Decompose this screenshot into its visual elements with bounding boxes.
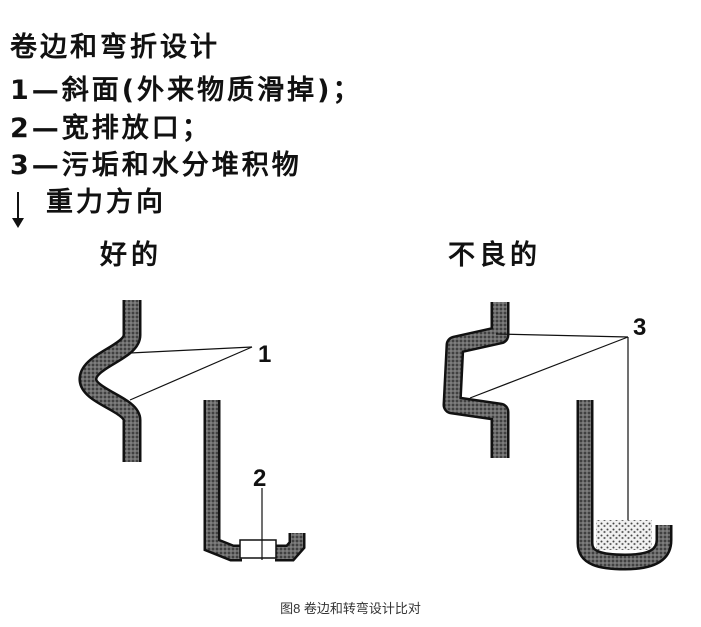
figure-caption: 图8 卷边和转弯设计比对 bbox=[280, 601, 421, 616]
comparison-diagram: 1 2 3 bbox=[78, 300, 673, 571]
bad-flange bbox=[442, 302, 510, 458]
callout-1-leaders bbox=[129, 346, 253, 401]
bad-channel bbox=[576, 400, 673, 571]
bad-label: 不良的 bbox=[448, 240, 541, 271]
legend-item-2: 2—宽排放口； bbox=[10, 113, 212, 144]
callout-2: 2 bbox=[253, 465, 266, 492]
legend-item-3: 3—污垢和水分堆积物 bbox=[10, 150, 302, 181]
good-channel bbox=[203, 400, 306, 562]
callout-3-leaders bbox=[469, 333, 629, 522]
drain-opening bbox=[239, 539, 277, 559]
good-flange bbox=[78, 300, 142, 462]
callout-1: 1 bbox=[258, 341, 271, 368]
diagram-title: 卷边和弯折设计 bbox=[10, 32, 220, 63]
debris-deposit bbox=[596, 520, 652, 550]
gravity-arrow-icon bbox=[12, 192, 24, 228]
gravity-label: 重力方向 bbox=[46, 187, 166, 218]
good-label: 好的 bbox=[100, 240, 162, 271]
callout-3: 3 bbox=[633, 314, 646, 341]
legend-item-1: 1—斜面(外来物质滑掉)； bbox=[10, 75, 363, 106]
